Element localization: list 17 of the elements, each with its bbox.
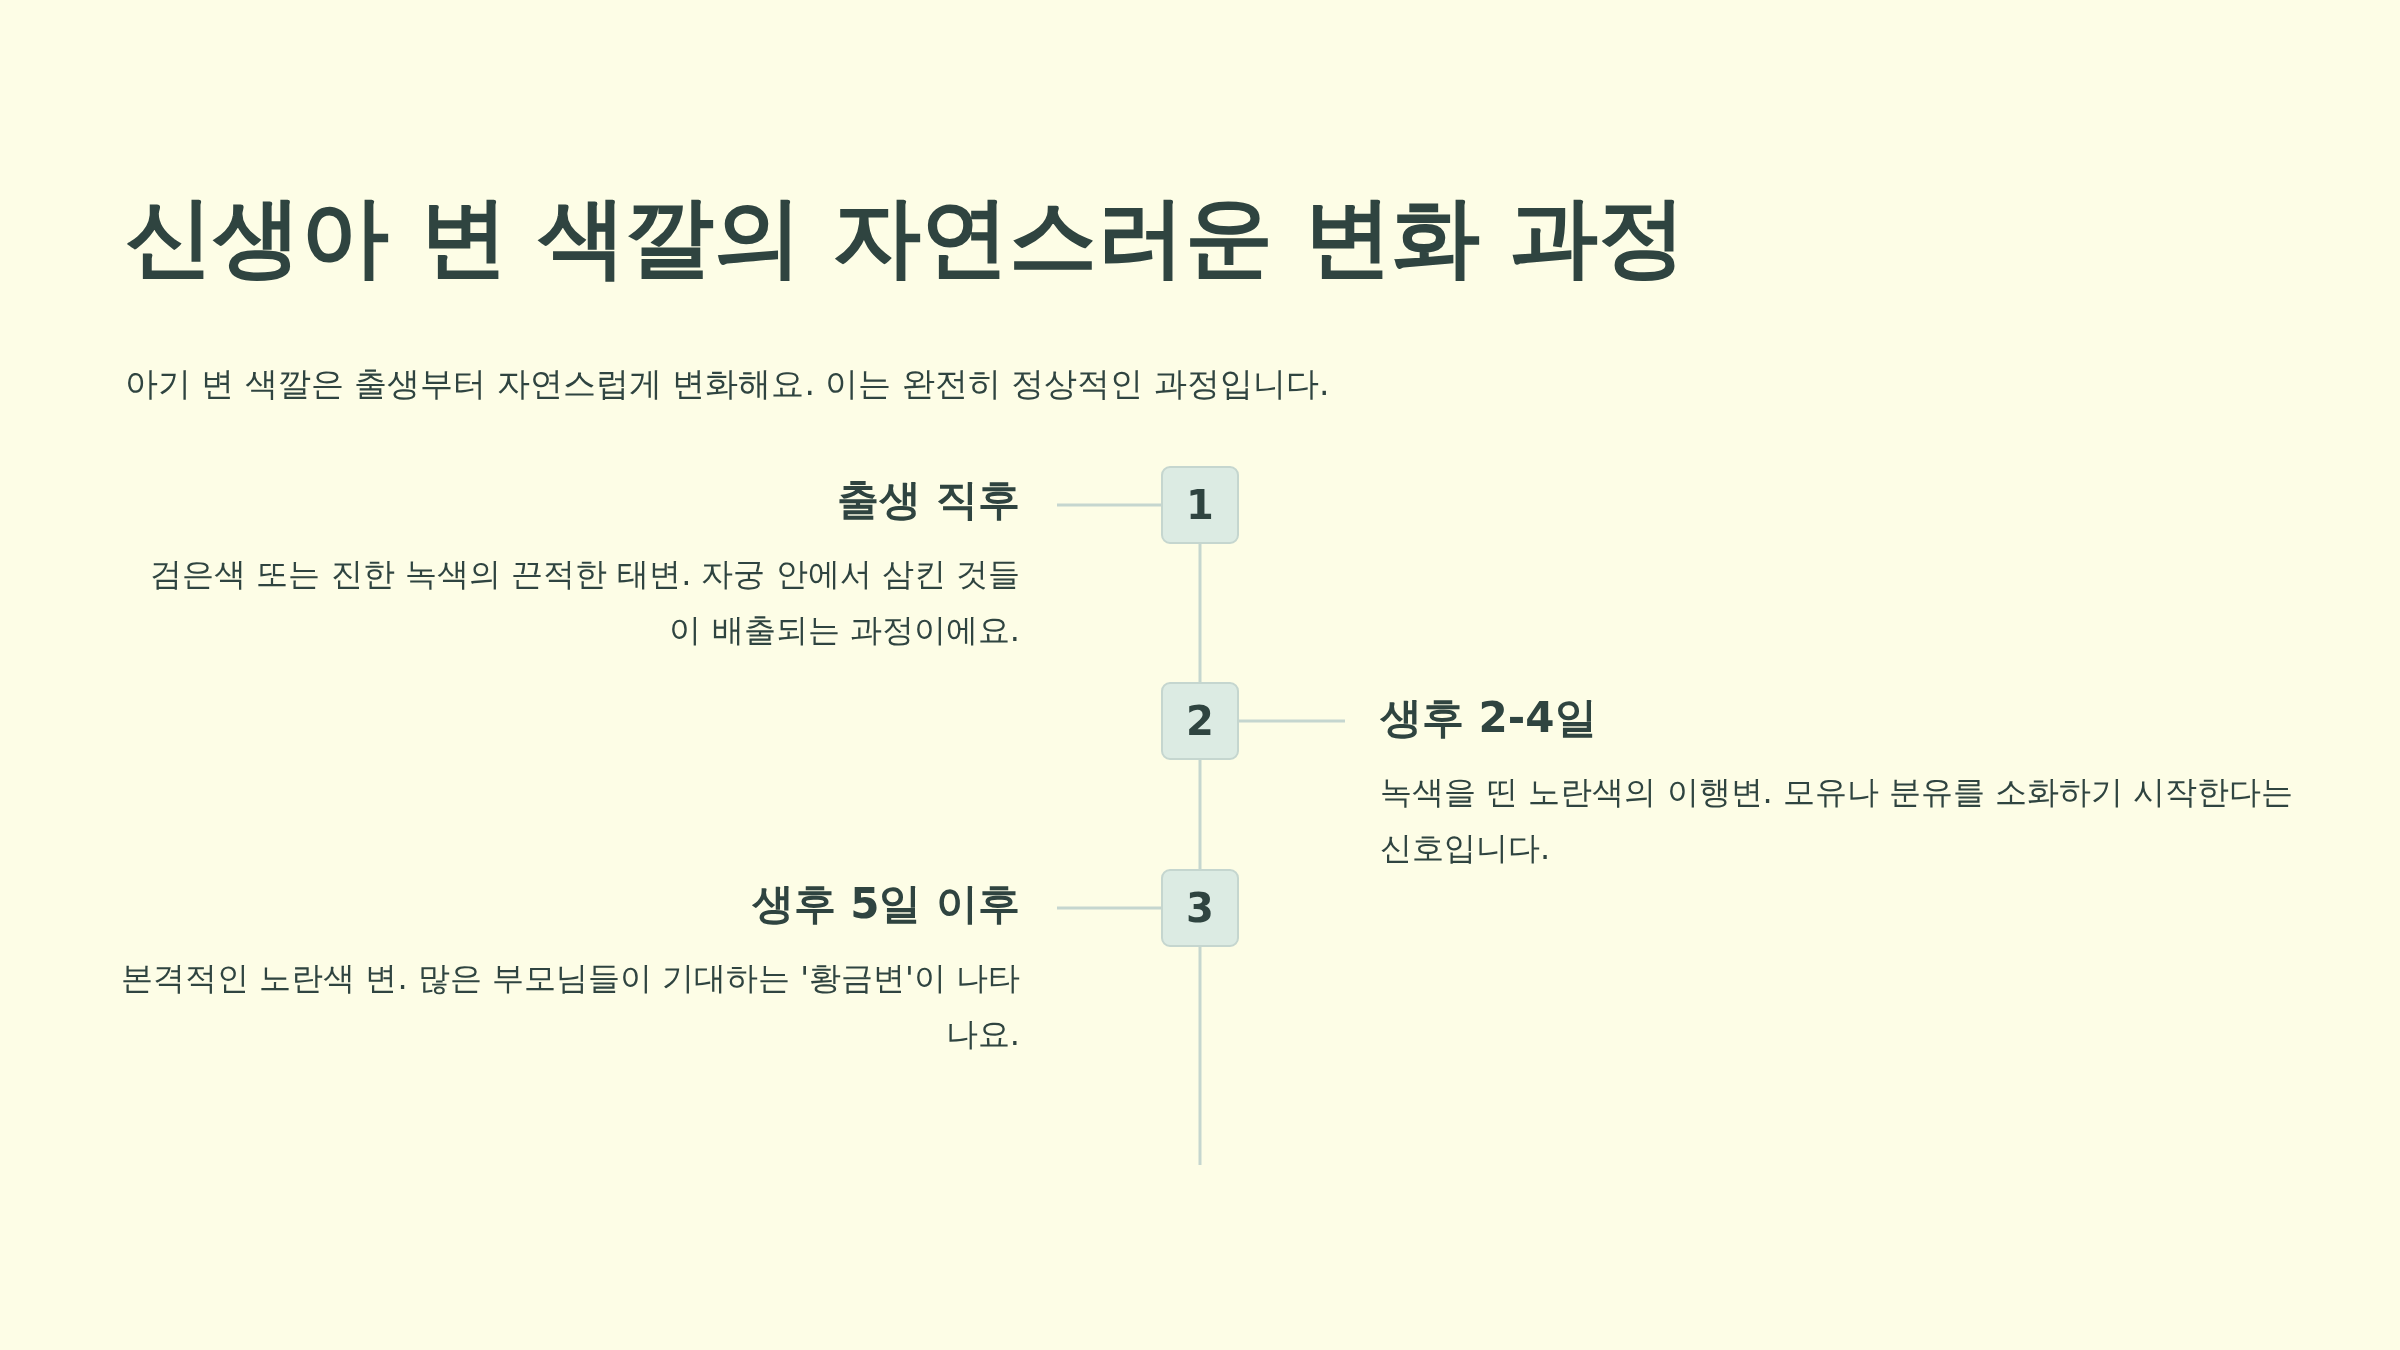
step-heading: 생후 5일 이후	[750, 878, 1020, 930]
timeline-line	[1239, 719, 1345, 723]
step-description: 본격적인 노란색 변. 많은 부모님들이 기대하는 '황금변'이 나타나요.	[120, 958, 1020, 1055]
timeline-line	[1057, 503, 1161, 507]
slide-title: 신생아 변 색깔의 자연스러운 변화 과정	[125, 184, 1687, 290]
step-description: 검은색 또는 진한 녹색의 끈적한 태변. 자궁 안에서 삼킨 것들이 배출되는 과정이에요.	[149, 554, 1020, 651]
step-heading: 출생 직후	[836, 474, 1020, 526]
step-number-badge: 3	[1161, 869, 1239, 947]
timeline-line	[1198, 947, 1202, 1165]
timeline-line	[1198, 544, 1202, 682]
timeline-line	[1057, 906, 1161, 910]
intro-text: 아기 변 색깔은 출생부터 자연스럽게 변화해요. 이는 완전히 정상적인 과정입니다.	[125, 363, 1330, 405]
step-description: 녹색을 띤 노란색의 이행변. 모유나 분유를 소화하기 시작한다는 신호입니다.	[1380, 772, 2295, 869]
step-number-badge: 1	[1161, 466, 1239, 544]
step-heading: 생후 2-4일	[1380, 692, 1598, 744]
step-number-badge: 2	[1161, 682, 1239, 760]
timeline-line	[1198, 760, 1202, 869]
